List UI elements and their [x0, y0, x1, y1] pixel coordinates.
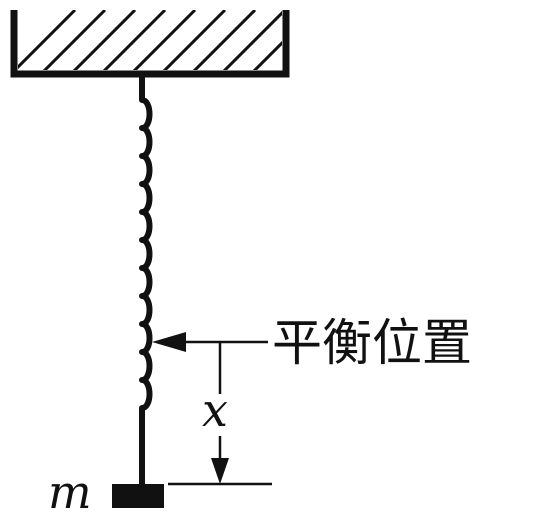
- equilibrium-arrow-head: [152, 332, 186, 352]
- ceiling-support: [10, 10, 290, 78]
- ceiling-bracket: [10, 10, 290, 78]
- displacement-arrow-head: [211, 458, 229, 484]
- displacement-label: x: [202, 383, 228, 437]
- spring: [139, 71, 153, 489]
- ceiling-hatching: [18, 10, 282, 70]
- equilibrium-label: 平衡位置: [272, 314, 472, 372]
- mass-block: [112, 484, 164, 508]
- mass-label: m: [48, 465, 92, 519]
